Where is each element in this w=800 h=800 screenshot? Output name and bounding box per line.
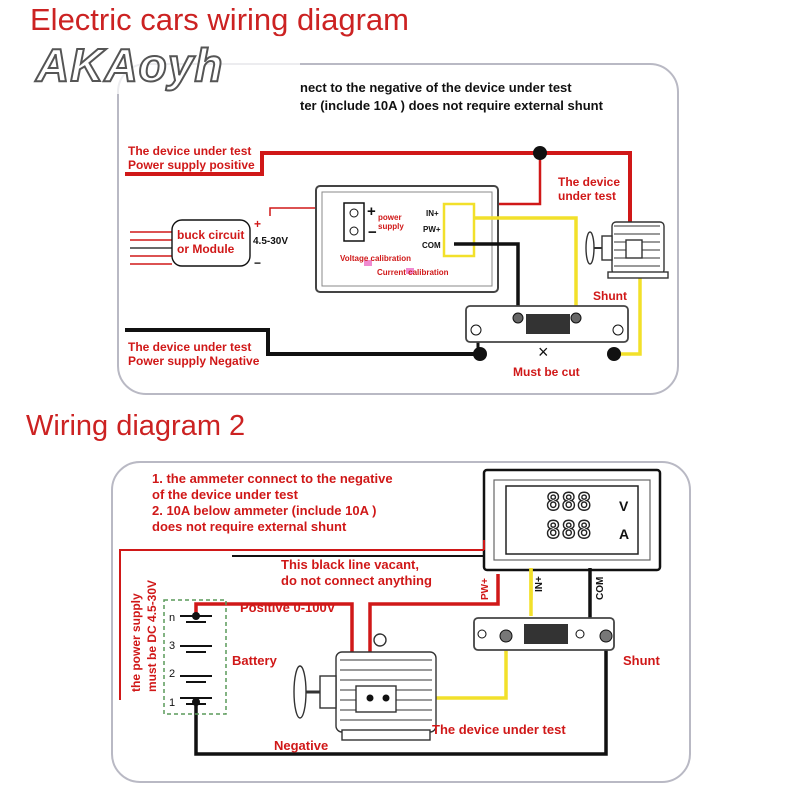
d2-unit-a: A [619, 526, 630, 542]
d2-note-2: of the device under test [152, 487, 298, 502]
d1-black-com-wire [454, 242, 520, 312]
d1-pin-com: COM [422, 241, 441, 250]
d1-yellow-wire [474, 216, 578, 312]
d1-device-label: The device under test [558, 175, 621, 203]
d2-negative-label: Negative [274, 738, 329, 753]
d2-battery-frame [163, 599, 227, 715]
d2-note-1: 1. the ammeter connect to the negative [152, 471, 393, 486]
d1-note-line2: ter (include 10A ) does not require exte… [300, 98, 603, 113]
d1-meter-plus: + [367, 203, 376, 220]
d2-shunt-label: Shunt [623, 653, 660, 668]
d1-power-terminal [343, 202, 365, 242]
d1-buck-module [171, 219, 251, 267]
d2-meter-display [482, 468, 662, 572]
d2-display-current: 888 [545, 515, 593, 544]
d2-cell-2: 2 [169, 668, 176, 680]
d1-yellow-wire-return [616, 256, 642, 356]
diagram1-title: Electric cars wiring diagram [30, 2, 409, 37]
d2-pin-com: COM [595, 576, 606, 600]
watermark-text: AKAoyh [35, 38, 224, 92]
watermark-logo: AKAoyh [28, 36, 300, 94]
d2-pin-in: IN+ [534, 576, 545, 592]
d1-shunt-label: Shunt [593, 289, 627, 303]
diagram2-title: Wiring diagram 2 [26, 410, 246, 442]
d2-cell-n: n [169, 612, 176, 624]
d1-black-negative-wire [125, 328, 478, 356]
d2-positive-label: Positive 0-100V [240, 600, 336, 615]
d2-motor [293, 633, 437, 741]
d1-meter-minus: − [368, 224, 377, 241]
d2-supply-vertical1: the power supply [129, 593, 143, 692]
d1-power-supply-label: power supply [378, 213, 404, 232]
d2-pin-pw: PW+ [480, 578, 491, 600]
d1-note-line1: nect to the negative of the device under… [300, 80, 572, 95]
d1-pin-pw: PW+ [423, 225, 441, 234]
d2-red-positive-wire [194, 602, 354, 696]
d1-buck-label: buck circuit or Module [177, 228, 245, 256]
d1-red-positive-wire [125, 151, 632, 248]
d2-note-4: does not require external shunt [152, 519, 347, 534]
d2-cell-1: 1 [169, 697, 176, 709]
d1-input-wires [130, 231, 172, 265]
d2-red-supply-wire [119, 549, 484, 700]
d1-negative-label: The device under test Power supply Negat… [128, 340, 260, 368]
d1-positive-label: The device under test Power supply posit… [128, 144, 255, 172]
d2-cell-3: 3 [169, 640, 176, 652]
d2-note-3: 2. 10A below ammeter (include 10A ) [152, 503, 377, 518]
d1-pin-in: IN+ [426, 209, 439, 218]
d2-battery-cells [180, 615, 212, 705]
d1-motor [585, 221, 669, 279]
d2-vacant-line2: do not connect anything [281, 573, 432, 588]
d2-black-negative-wire [194, 640, 608, 756]
d1-junction-bottom [473, 347, 487, 361]
d2-battery-label: Battery [232, 653, 277, 668]
d1-buck-minus: − [254, 256, 262, 270]
d1-junction-top [533, 146, 547, 160]
d1-buck-plus: + [254, 217, 262, 231]
d2-unit-v: V [619, 498, 629, 514]
d1-current-calibration: Current calibration [377, 268, 449, 277]
d1-cut-label: Must be cut [513, 365, 580, 379]
d2-red-pw-to-motor [368, 574, 500, 696]
d2-supply-vertical2: must be DC 4.5-30V [145, 579, 159, 692]
d2-vacant-line1: This black line vacant, [281, 557, 419, 572]
d1-buck-voltage: 4.5-30V [253, 236, 289, 247]
d2-display-voltage: 888 [545, 487, 593, 516]
d2-device-label: The device under test [432, 722, 566, 737]
diagram2-frame [111, 461, 691, 783]
d1-yellow-connector [442, 202, 476, 258]
d1-voltage-calibration: Voltage calibration [340, 254, 411, 263]
d1-cut-mark: × [538, 342, 549, 362]
diagram1-frame [117, 63, 679, 395]
